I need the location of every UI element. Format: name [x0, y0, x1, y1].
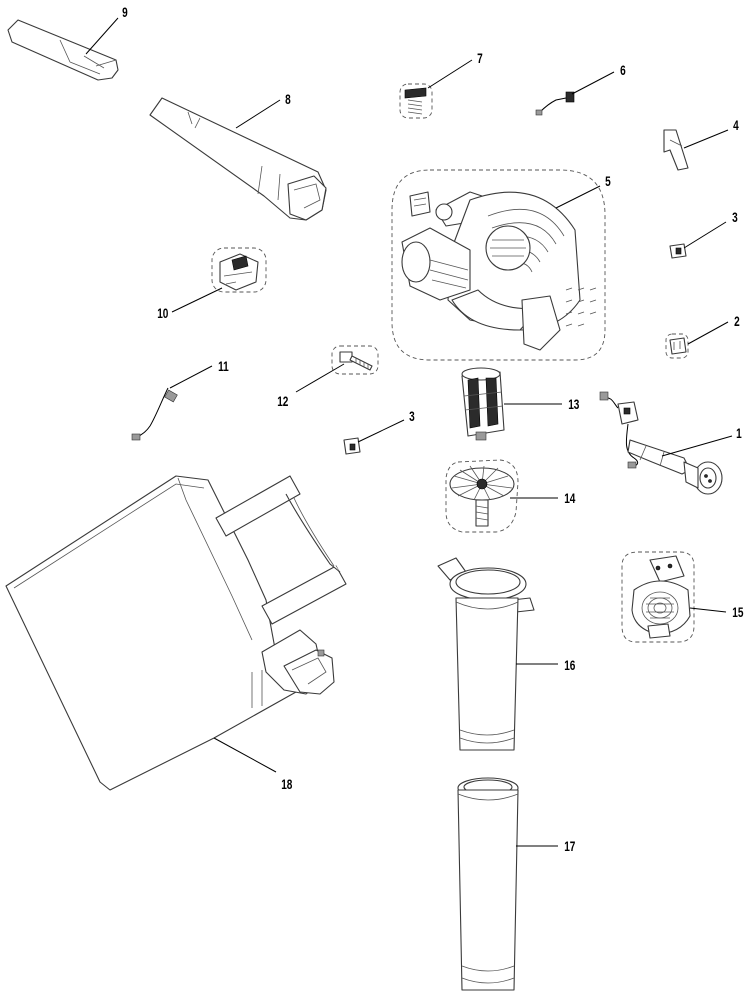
callout-16: 16: [564, 657, 575, 673]
part-14-impeller-fan: 14: [446, 460, 576, 532]
callout-8: 8: [285, 91, 291, 107]
part-3-clip-upper: 3: [670, 209, 738, 258]
callout-18: 18: [281, 776, 292, 792]
part-1-power-cord: 1: [600, 392, 742, 494]
callout-6: 6: [620, 62, 626, 78]
callout-7: 7: [477, 50, 483, 66]
part-11-wire-lead: 11: [132, 358, 229, 440]
part-17-lower-tube: 17: [458, 778, 576, 990]
part-13-motor: 13: [462, 368, 580, 440]
callout-14: 14: [564, 490, 575, 506]
callout-10: 10: [157, 305, 168, 321]
callout-11: 11: [218, 358, 229, 374]
part-8-blower-tube: 8: [150, 91, 326, 220]
callout-13: 13: [568, 396, 579, 412]
part-2-terminal-block: 2: [666, 313, 740, 358]
callout-15: 15: [732, 604, 743, 620]
callout-4: 4: [733, 117, 739, 133]
callout-12: 12: [277, 393, 288, 409]
part-3-clip-lower: 3: [344, 408, 415, 454]
part-5-housing-assembly: 5: [392, 170, 611, 360]
part-15-impeller-cover: 15: [622, 552, 744, 642]
part-6-switch-wire: 6: [536, 62, 626, 115]
part-9-concentrator-nozzle: 9: [8, 4, 128, 80]
callout-1: 1: [736, 425, 742, 441]
part-4-switch-plate: 4: [664, 117, 739, 170]
callout-5: 5: [605, 173, 611, 189]
callout-3b: 3: [409, 408, 415, 424]
part-7-spring: 7: [400, 50, 483, 118]
callout-3a: 3: [732, 209, 738, 225]
part-18-debris-bag: 18: [6, 476, 346, 792]
part-10-switch-assembly: 10: [157, 248, 266, 321]
part-12-screw: 12: [277, 346, 378, 409]
callout-2: 2: [734, 313, 740, 329]
callout-9: 9: [122, 4, 128, 20]
part-16-vacuum-tube: 16: [438, 558, 576, 750]
callout-17: 17: [564, 838, 575, 854]
